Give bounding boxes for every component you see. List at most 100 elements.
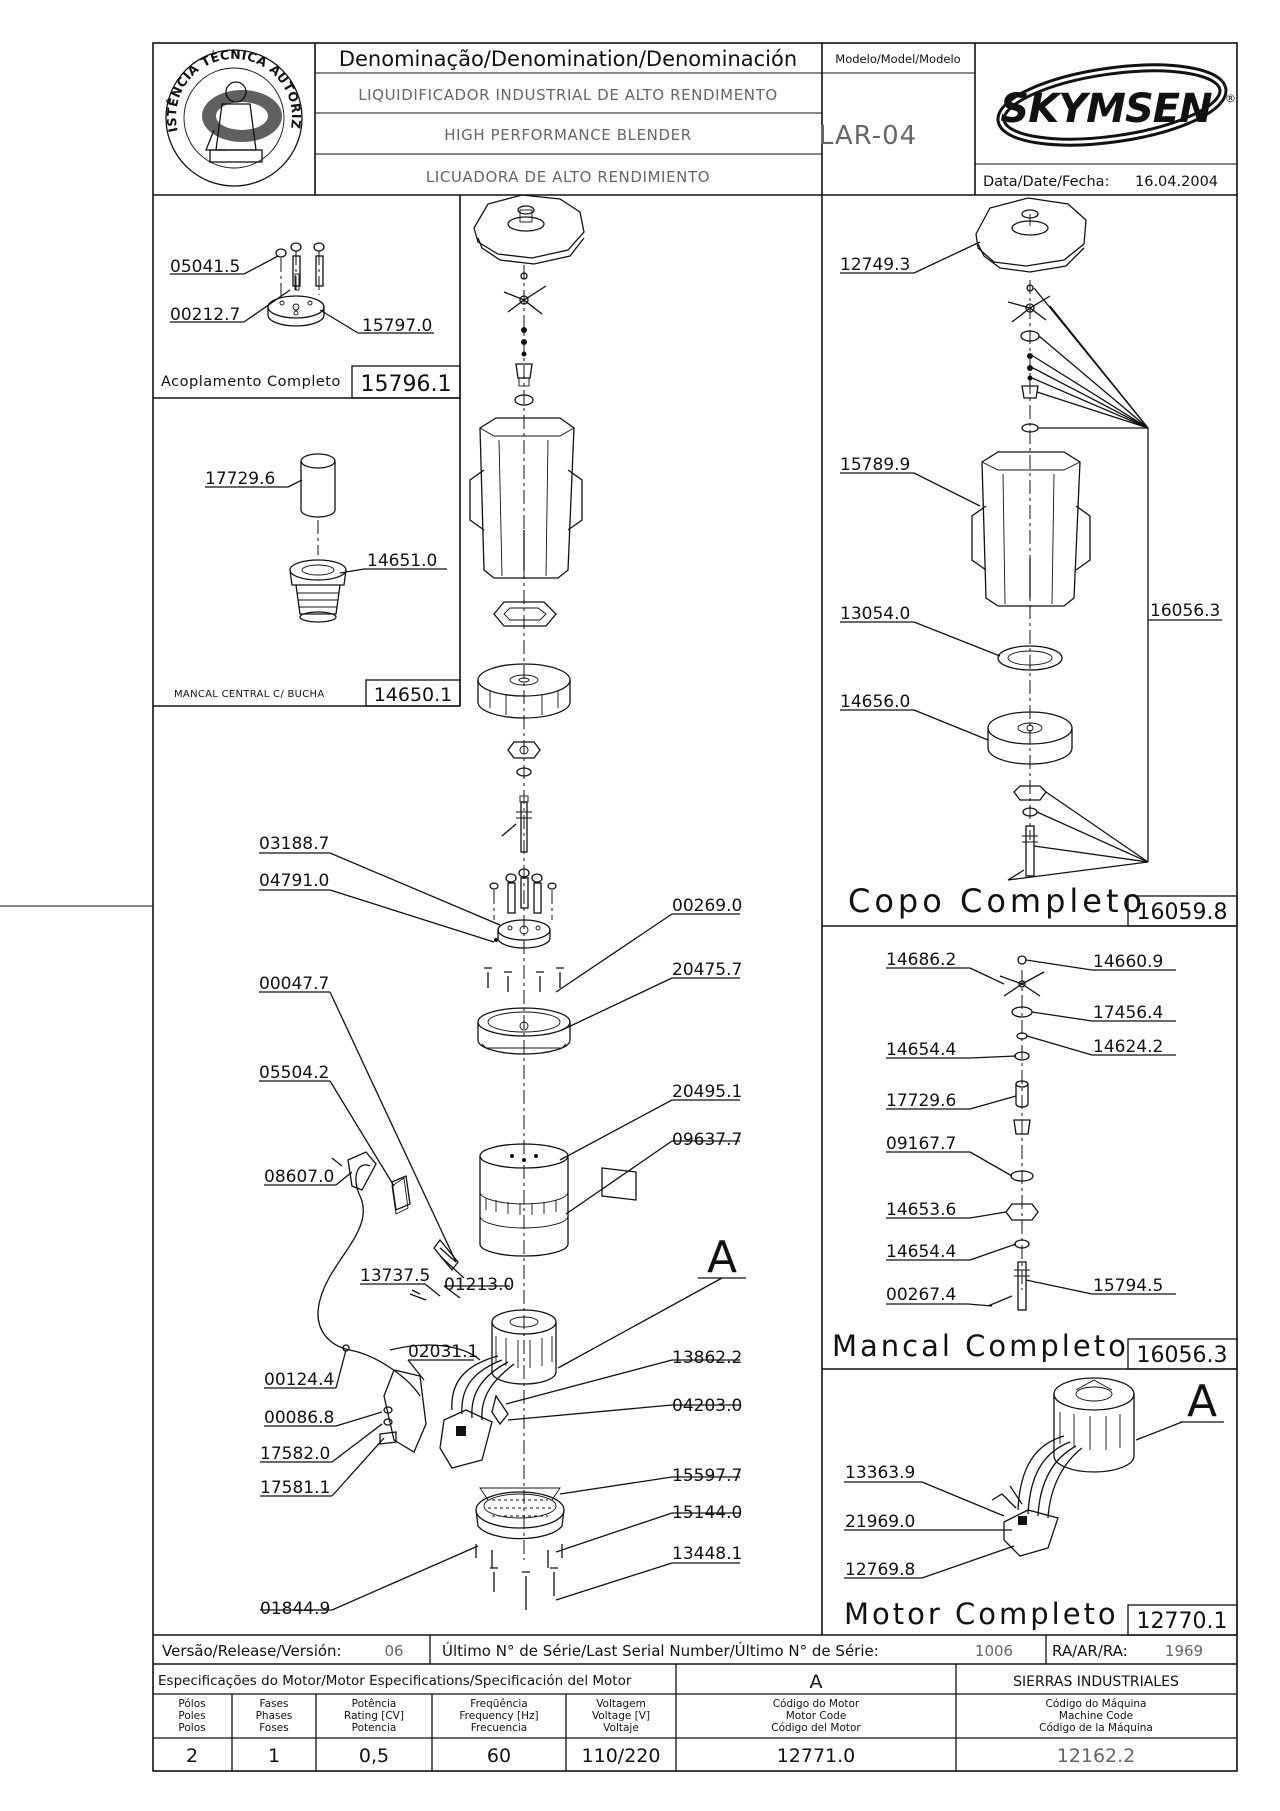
part-label: 04791.0 [259,871,329,891]
motor-bracket-drawing [433,1238,459,1272]
spec-column-rating: Potência Rating [CV] Potencia 0,5 [344,1698,404,1767]
capacitor-drawing [391,1177,409,1215]
part-label: 00267.4 [886,1285,956,1305]
svg-text:Freqüência: Freqüência [470,1698,527,1710]
svg-text:Foses: Foses [259,1722,289,1734]
main-left-leaders [259,852,510,1611]
blender-jar-drawing [469,417,583,579]
part-label: 14651.0 [367,551,437,571]
coupling-leaders [170,255,434,334]
motor-base-drawing [475,1487,565,1610]
serial-label: Último N° de Série/Last Serial Number/Úl… [442,1641,879,1660]
product-name-pt: LIQUIDIFICADOR INDUSTRIAL DE ALTO RENDIM… [358,86,778,104]
part-label: 12749.3 [840,255,910,275]
upper-housing-drawing [477,1007,571,1055]
skymsen-brand-logo: SKYMSEN ® [996,63,1236,147]
motor-stator-drawing [491,1309,557,1385]
motor-drawing [991,1377,1135,1557]
title-block: Denominação/Denomination/Denominación LI… [153,43,1237,196]
svg-text:Fases: Fases [260,1698,289,1710]
coupling-subassembly: 05041.5 00212.7 15797.0 Acoplamento Comp… [161,242,461,399]
date-label: Data/Date/Fecha: [983,174,1109,190]
part-label: 17456.4 [1093,1003,1163,1023]
spec-motor: A [810,1671,823,1693]
svg-text:Phases: Phases [256,1710,293,1722]
part-label: 16056.3 [1150,601,1220,621]
svg-text:Motor Code: Motor Code [786,1710,847,1722]
central-bearing-subassembly: 17729.6 14651.0 MANCAL CENTRAL C/ BUCHA … [174,453,461,707]
part-label: 21969.0 [845,1512,915,1532]
subassembly-title: Acoplamento Completo [161,374,341,390]
spec-column-motor-code: Código do Motor Motor Code Código del Mo… [771,1698,861,1767]
part-label: 00269.0 [672,896,742,916]
part-label: 00086.8 [264,1408,334,1428]
wiring-drawing [317,1151,515,1469]
product-name-es: LICUADORA DE ALTO RENDIMIENTO [426,168,710,186]
svg-text:Frecuencia: Frecuencia [471,1722,528,1734]
part-label: 00047.7 [259,974,329,994]
model-label: Modelo/Model/Modelo [835,52,960,66]
shaft-drawing [501,795,532,853]
spec-value: 2 [186,1745,198,1767]
svg-text:Poles: Poles [178,1710,205,1722]
svg-text:Machine Code: Machine Code [1059,1710,1133,1722]
part-label: 14653.6 [886,1200,956,1220]
blade-and-seal-drawing [503,272,547,406]
part-label: 14654.4 [886,1040,956,1060]
subassembly-code: 16056.3 [1137,1343,1228,1368]
coupling-drawing [267,242,325,327]
spec-column-machine-code: Código do Máquina Machine Code Código de… [1039,1698,1153,1767]
subassembly-title: Motor Completo [844,1597,1119,1631]
bearing-leaders [886,959,1176,1307]
detail-mark: A [1187,1376,1217,1427]
part-label: 05041.5 [170,257,240,277]
part-label: 15144.0 [672,1503,742,1523]
svg-text:Frequency [Hz]: Frequency [Hz] [459,1710,538,1722]
detail-mark: A [707,1232,737,1283]
svg-text:Código do Motor: Código do Motor [773,1698,860,1710]
spec-column-poles: Pólos Poles Polos 2 [178,1698,205,1767]
part-label: 17581.1 [260,1478,330,1498]
model-number: LAR-04 [819,121,917,151]
part-label: 15797.0 [362,316,432,336]
svg-text:Código del Motor: Código del Motor [771,1722,861,1734]
motor-subassembly: A 13363.9 21969.0 12769.8 Motor Completo… [844,1376,1238,1636]
spec-value: 60 [487,1745,511,1767]
spec-value: 1 [268,1745,280,1767]
ra-value: 1969 [1165,1642,1203,1660]
part-label: 20475.7 [672,960,742,980]
base-screws-drawing [484,967,564,992]
coupling-plate-drawing [489,868,557,949]
part-label: 17582.0 [260,1444,330,1464]
part-label: 14624.2 [1093,1037,1163,1057]
part-label: 14686.2 [886,950,956,970]
part-label: 15789.9 [840,455,910,475]
version-value: 06 [384,1642,403,1660]
part-label: 13737.5 [360,1266,430,1286]
denomination-label: Denominação/Denomination/Denominación [339,47,797,71]
part-label: 09637.7 [672,1130,742,1150]
footer-spec-block: Versão/Release/Versión: 06 Último N° de … [153,1634,1237,1771]
part-label: 00212.7 [170,305,240,325]
bearing-subassembly: 14686.2 14660.9 17456.4 14654.4 14624.2 … [832,950,1238,1370]
version-label: Versão/Release/Versión: [162,1642,342,1660]
part-label: 20495.1 [672,1082,742,1102]
part-label: 01213.0 [444,1275,514,1295]
subassembly-title: Copo Completo [848,882,1146,920]
subassembly-code: 16059.8 [1137,900,1228,925]
subassembly-title: Mancal Completo [832,1329,1129,1363]
bearing-nut-drawing [507,741,541,777]
svg-text:Polos: Polos [178,1722,205,1734]
subassembly-code: 14650.1 [374,684,453,706]
main-exploded-view: A 03188.7 04791.0 00047.7 05504.2 08607.… [259,194,746,1619]
svg-text:Potência: Potência [352,1698,397,1710]
spec-value: 110/220 [582,1745,661,1767]
spec-value: 12771.0 [777,1745,856,1767]
central-bearing-leaders [205,479,447,574]
svg-text:Pólos: Pólos [178,1698,205,1710]
part-label: 13363.9 [845,1463,915,1483]
part-label: 15794.5 [1093,1276,1163,1296]
part-label: 15597.7 [672,1466,742,1486]
cup-drawing [971,197,1091,881]
